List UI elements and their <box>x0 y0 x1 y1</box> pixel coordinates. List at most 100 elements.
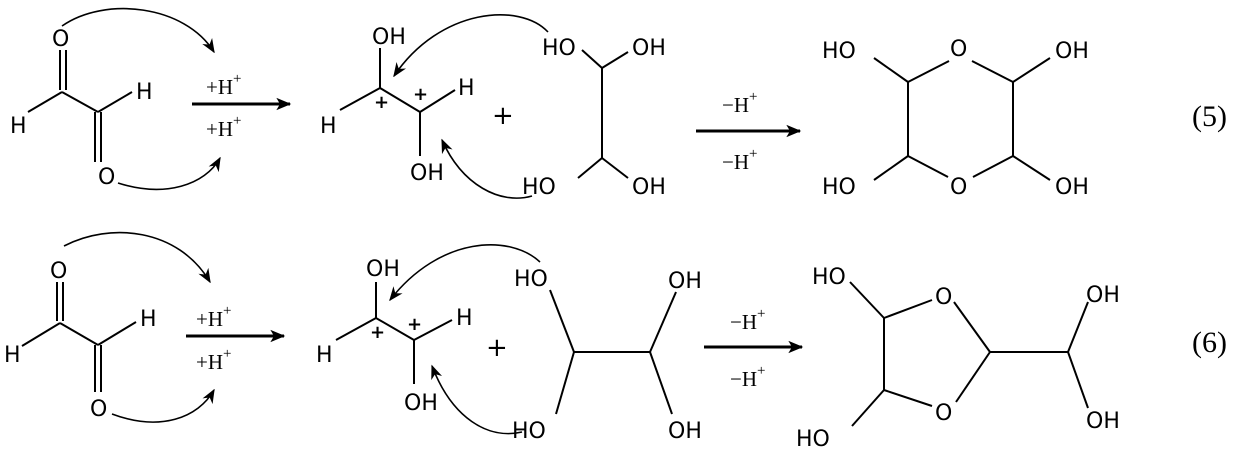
hydroxyl-group: OH <box>668 269 702 294</box>
positive-charge: + <box>413 84 428 105</box>
hydrogen-atom: H <box>10 114 27 139</box>
curved-arrow-icon <box>389 244 541 302</box>
positive-charge: + <box>370 322 385 343</box>
positive-charge: + <box>374 92 389 113</box>
bond <box>555 351 575 415</box>
bond <box>339 87 381 111</box>
ring-oxygen: O <box>935 285 952 310</box>
hydroxyl-group: HO <box>822 39 856 64</box>
dioxane-product: O O HO OH HO OH <box>822 37 1089 200</box>
hydrogen-atom: H <box>320 114 337 139</box>
hydrogen-atom: H <box>316 343 333 368</box>
hydroxyl-group: HO <box>522 175 556 200</box>
bond <box>972 155 1014 178</box>
bond <box>883 389 933 407</box>
hydroxyl-group: HO <box>812 265 846 290</box>
ring-oxygen: O <box>935 401 952 426</box>
hydroxyl-group: OH <box>1086 283 1120 308</box>
hydroxyl-group: HO <box>796 427 830 452</box>
bond <box>851 389 885 427</box>
bond <box>97 321 137 346</box>
curved-arrow-icon <box>63 231 211 284</box>
bond <box>873 57 909 83</box>
equation-number: (6) <box>1192 326 1227 359</box>
condition-label: −H+ <box>722 89 757 117</box>
hydroxyl-group: OH <box>632 36 666 61</box>
hydroxyl-group: HO <box>822 175 856 200</box>
condition-label: +H+ <box>206 71 241 99</box>
condition-label: −H+ <box>730 363 765 391</box>
curved-arrow-icon <box>393 14 549 78</box>
hydrogen-atom: H <box>4 343 21 368</box>
bond <box>21 322 61 347</box>
bond <box>413 319 453 341</box>
bond <box>1012 57 1051 83</box>
condition-label: −H+ <box>722 146 757 174</box>
curved-arrow-icon <box>111 388 215 423</box>
dioxolane-product: O O HO HO OH OH <box>796 265 1120 452</box>
bond <box>379 87 421 113</box>
ring-oxygen: O <box>950 175 967 200</box>
curved-arrow-icon <box>431 364 523 435</box>
condition-label: +H+ <box>196 346 231 374</box>
positive-charge: + <box>407 314 422 335</box>
hydroxyl-group: OH <box>1055 175 1089 200</box>
oxygen-atom: O <box>98 165 115 190</box>
tetraol-molecule: HO OH HO OH <box>522 36 666 200</box>
curved-arrow-icon <box>61 7 215 54</box>
tetraol-molecule: HO OH HO OH <box>512 267 702 444</box>
bond <box>907 155 949 178</box>
glyoxal-molecule: O H H O <box>4 259 157 422</box>
curved-arrow-icon <box>117 156 221 191</box>
bond <box>907 60 950 83</box>
glyoxal-molecule: O H H O <box>10 27 153 190</box>
hydroxyl-group: HO <box>542 36 576 61</box>
hydroxyl-group: OH <box>410 161 444 186</box>
bond <box>1067 301 1089 353</box>
dication-intermediate: OH H H OH + + <box>316 257 473 416</box>
hydroxyl-group: OH <box>372 25 406 50</box>
hydroxyl-group: OH <box>366 257 400 282</box>
plus-sign: + <box>486 333 508 363</box>
hydroxyl-group: OH <box>1086 409 1120 434</box>
condition-label: +H+ <box>196 303 231 331</box>
bond <box>577 157 603 179</box>
condition-label: +H+ <box>206 113 241 141</box>
bond <box>549 289 575 353</box>
plus-sign: + <box>492 101 514 131</box>
oxygen-atom: O <box>50 259 67 284</box>
bond <box>1067 351 1089 409</box>
bond <box>601 51 629 69</box>
curved-arrow-icon <box>441 138 533 199</box>
hydroxyl-group: OH <box>1055 39 1089 64</box>
hydrogen-atom: H <box>456 306 473 331</box>
bond <box>601 157 629 179</box>
bond <box>335 317 377 341</box>
oxygen-atom: O <box>52 27 69 52</box>
bond <box>97 91 133 113</box>
bond <box>883 299 933 319</box>
hydrogen-atom: H <box>140 307 157 332</box>
bond <box>581 49 603 69</box>
reaction-5: O H H O +H+ +H+ OH H H OH + + + <box>10 7 1227 200</box>
equation-number: (5) <box>1192 100 1227 133</box>
bond <box>1012 155 1051 181</box>
bond <box>955 351 991 403</box>
bond <box>375 317 415 341</box>
bond <box>953 301 991 353</box>
ring-oxygen: O <box>950 37 967 62</box>
dication-intermediate: OH H H OH + + <box>320 25 475 186</box>
bond <box>849 281 885 319</box>
condition-label: −H+ <box>730 306 765 334</box>
bond <box>61 91 99 113</box>
hydroxyl-group: HO <box>514 267 548 292</box>
reaction-6: O H H O +H+ +H+ OH H H OH + + + <box>4 231 1227 452</box>
hydrogen-atom: H <box>136 80 153 105</box>
hydroxyl-group: OH <box>632 175 666 200</box>
bond <box>27 91 63 113</box>
bond <box>59 322 99 346</box>
hydroxyl-group: HO <box>512 419 546 444</box>
bond <box>971 60 1014 83</box>
